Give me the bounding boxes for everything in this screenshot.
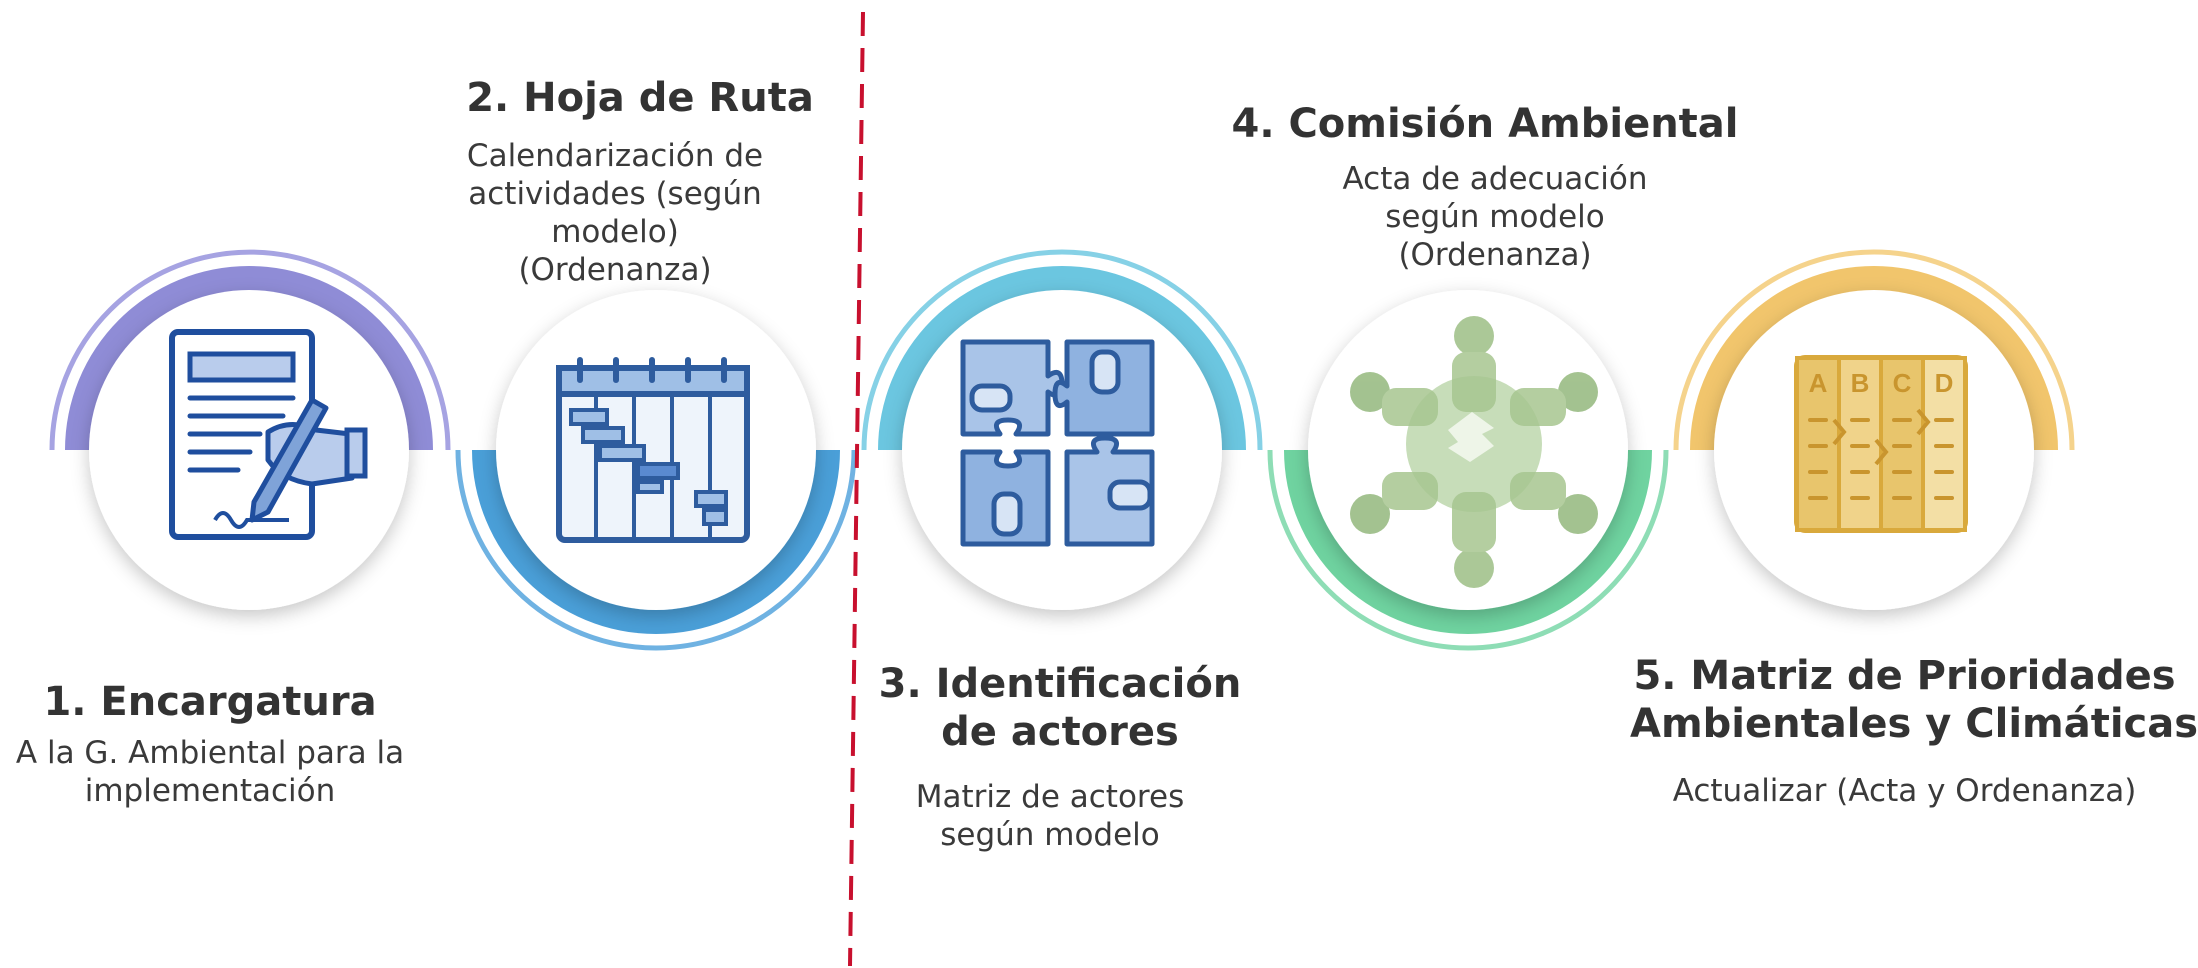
step-3-title: 3. Identificación de actores [878, 661, 1242, 755]
step-1-title: 1. Encargatura [43, 679, 377, 725]
step-4-arc [1267, 449, 1669, 651]
step-2-title: 2. Hoja de Ruta [466, 75, 814, 121]
step-3-arc [861, 249, 1263, 451]
step-5-description: Actualizar (Acta y Ordenanza) [1672, 773, 2137, 809]
phase-divider-line [848, 11, 865, 967]
step-5-arc [1673, 249, 2075, 451]
step-1-description: A la G. Ambiental para la implementación [15, 735, 405, 809]
step-2-description: Calendarización de actividades (según mo… [466, 138, 764, 288]
step-3-circle [902, 290, 1222, 610]
team-circle-icon [1350, 316, 1598, 588]
contract-signing-icon [169, 329, 368, 540]
priority-matrix-icon: A B C D [1794, 355, 1968, 533]
matrix-header-b: B [1851, 368, 1870, 398]
step-2-arc [455, 449, 857, 651]
matrix-header-d: D [1935, 368, 1954, 398]
gantt-calendar-icon [556, 357, 750, 543]
step-4-description: Acta de adecuación según modelo (Ordenan… [1342, 161, 1648, 273]
puzzle-hands-icon [960, 339, 1155, 547]
matrix-header-a: A [1809, 368, 1828, 398]
step-3-description: Matriz de actores según modelo [915, 779, 1185, 853]
step-4-title: 4. Comisión Ambiental [1231, 101, 1739, 147]
step-1-arc [49, 249, 451, 451]
step-5-title: 5. Matriz de Prioridades Ambientales y C… [1630, 653, 2198, 747]
matrix-header-c: C [1893, 368, 1912, 398]
